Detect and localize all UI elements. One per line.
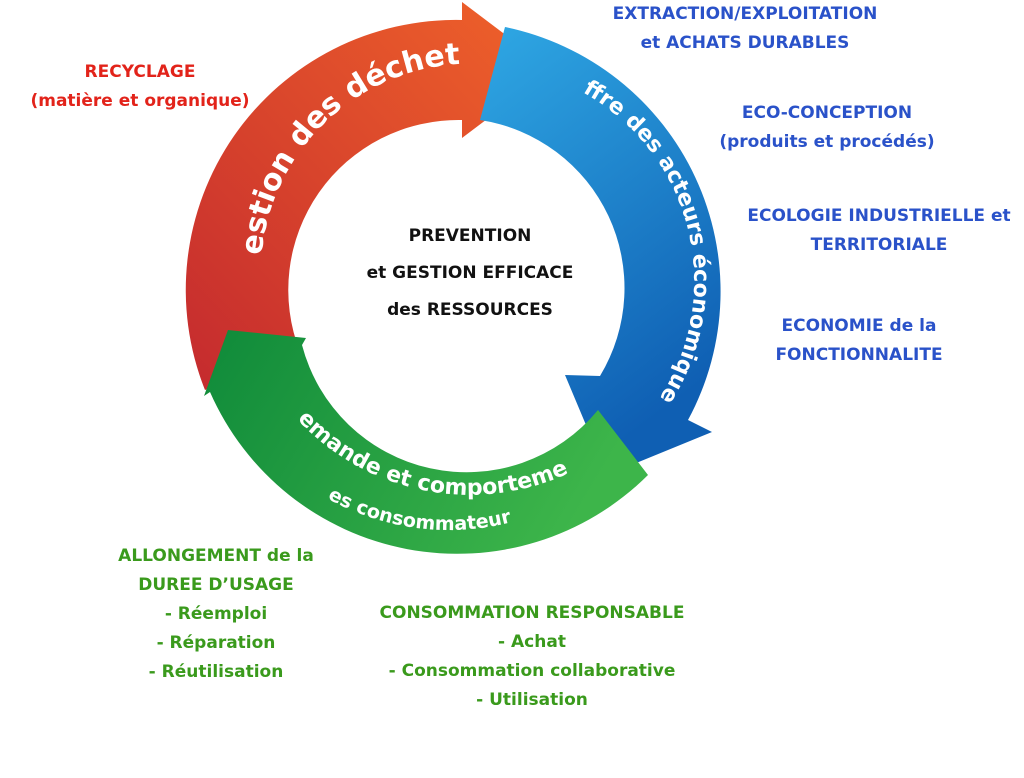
label-economie-line2: FONCTIONNALITE (775, 345, 943, 365)
label-ecoconception-line2: (produits et procédés) (719, 132, 935, 152)
arrow-demande-consommateurs (204, 330, 648, 554)
arrow-gestion-dechets (185, 2, 552, 390)
label-ecologie: ECOLOGIE INDUSTRIELLE et TERRITORIALE (734, 202, 1024, 260)
center-line-1: PREVENTION (408, 226, 532, 246)
label-consommation-line1: CONSOMMATION RESPONSABLE (379, 603, 685, 623)
label-consommation-line2: - Achat (498, 632, 566, 652)
label-ecoconception-line1: ECO-CONCEPTION (741, 103, 913, 123)
center-line-2: et GESTION EFFICACE (366, 263, 574, 283)
label-recyclage: RECYCLAGE (matière et organique) (18, 58, 262, 116)
label-allongement-line4: - Réparation (156, 633, 276, 653)
label-recyclage-line1: RECYCLAGE (84, 62, 196, 82)
label-consommation-line4: - Utilisation (476, 690, 588, 710)
label-ecologie-line1: ECOLOGIE INDUSTRIELLE et (747, 206, 1011, 226)
label-extraction: EXTRACTION/EXPLOITATION et ACHATS DURABL… (592, 0, 898, 58)
label-consommation: CONSOMMATION RESPONSABLE - Achat - Conso… (356, 599, 708, 715)
label-ecoconception: ECO-CONCEPTION (produits et procédés) (702, 99, 952, 157)
label-economie: ECONOMIE de la FONCTIONNALITE (746, 312, 972, 370)
center-line-3: des RESSOURCES (387, 300, 553, 320)
label-economie-line1: ECONOMIE de la (781, 316, 937, 336)
arrow-offre-acteurs (480, 27, 721, 475)
label-allongement-line2: DUREE D’USAGE (138, 575, 294, 595)
label-allongement-line1: ALLONGEMENT de la (118, 546, 314, 566)
label-allongement-line3: - Réemploi (164, 604, 268, 624)
label-extraction-line2: et ACHATS DURABLES (640, 33, 850, 53)
label-extraction-line1: EXTRACTION/EXPLOITATION (612, 4, 878, 24)
label-allongement: ALLONGEMENT de la DUREE D’USAGE - Réempl… (96, 542, 336, 687)
label-consommation-line3: - Consommation collaborative (388, 661, 676, 681)
label-allongement-line5: - Réutilisation (148, 662, 284, 682)
label-recyclage-line2: (matière et organique) (30, 91, 250, 111)
label-ecologie-line2: TERRITORIALE (810, 235, 948, 255)
center-title: PREVENTION et GESTION EFFICACE des RESSO… (330, 218, 610, 329)
